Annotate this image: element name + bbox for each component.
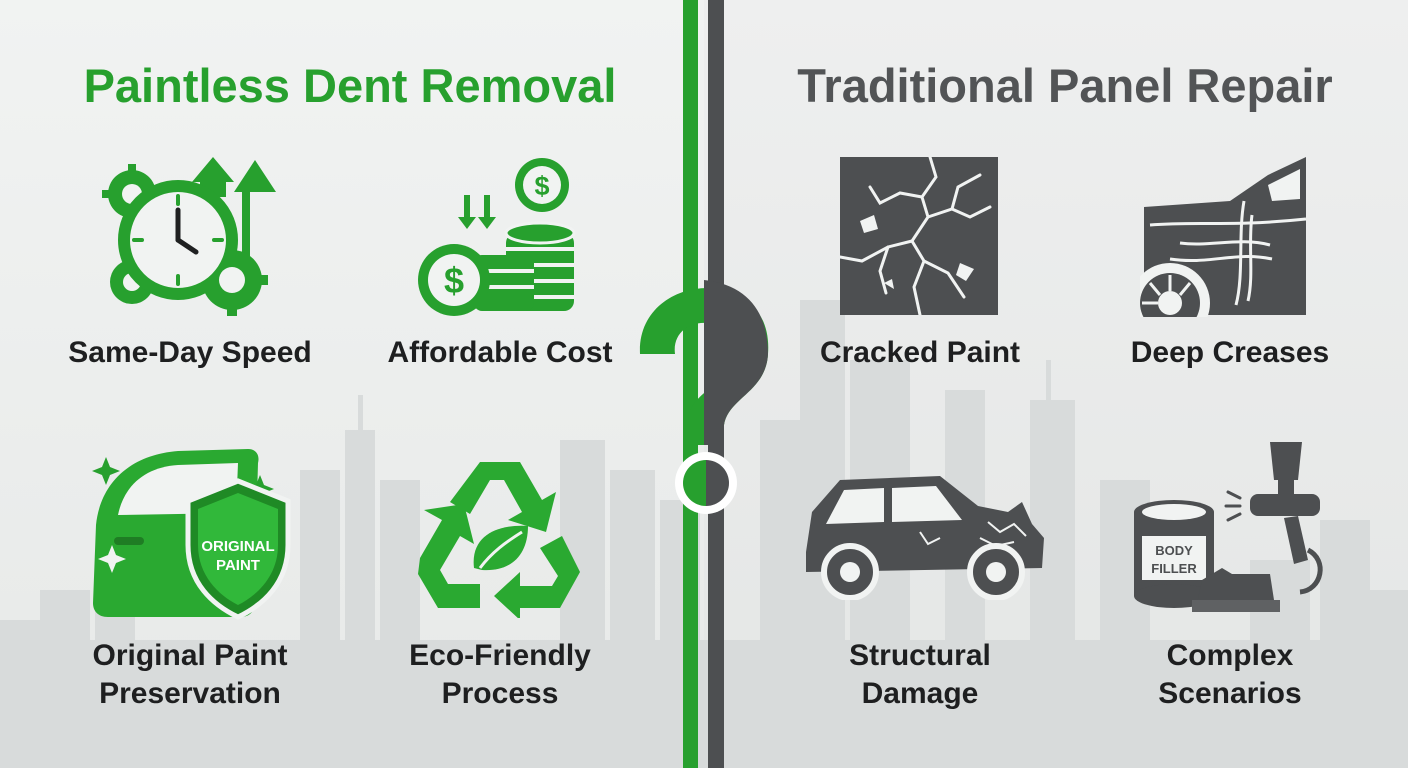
cracked-paint-label: Cracked Paint — [819, 336, 1021, 369]
clock-gears-arrows-icon — [102, 157, 276, 316]
can-label-line1: BODY — [1155, 543, 1193, 558]
svg-text:$: $ — [534, 171, 549, 201]
dollar-coins-icon: $ $ — [418, 158, 576, 316]
damaged-car-icon — [806, 476, 1044, 600]
shield-badge-line1: ORIGINAL — [201, 538, 274, 555]
affordable-cost-label: Affordable Cost — [387, 336, 613, 369]
cracked-paint-icon — [840, 157, 998, 315]
question-mark-icon — [639, 280, 769, 514]
shield-badge-line2: PAINT — [216, 557, 260, 574]
left-panel-title: Paintless Dent Removal — [83, 59, 617, 112]
svg-text:$: $ — [444, 260, 464, 301]
right-panel-title: Traditional Panel Repair — [797, 59, 1333, 112]
body-filler-spray-gun-icon: BODY FILLER — [1134, 442, 1323, 612]
deep-creases-label: Deep Creases — [1130, 336, 1330, 369]
car-door-shield-icon: ORIGINAL PAINT — [92, 449, 291, 620]
creased-car-panel-icon — [1140, 157, 1307, 317]
can-label-line2: FILLER — [1151, 561, 1197, 576]
spray-gun — [1224, 442, 1323, 595]
complex-scenarios-label: Complex Scenarios — [1158, 639, 1302, 710]
structural-damage-label: Structural Damage — [849, 639, 991, 710]
same-day-speed-label: Same-Day Speed — [68, 336, 312, 369]
recycle-leaf-icon — [418, 462, 580, 618]
eco-friendly-label: Eco-Friendly Process — [409, 639, 591, 710]
original-paint-label: Original Paint Preservation — [92, 639, 288, 710]
